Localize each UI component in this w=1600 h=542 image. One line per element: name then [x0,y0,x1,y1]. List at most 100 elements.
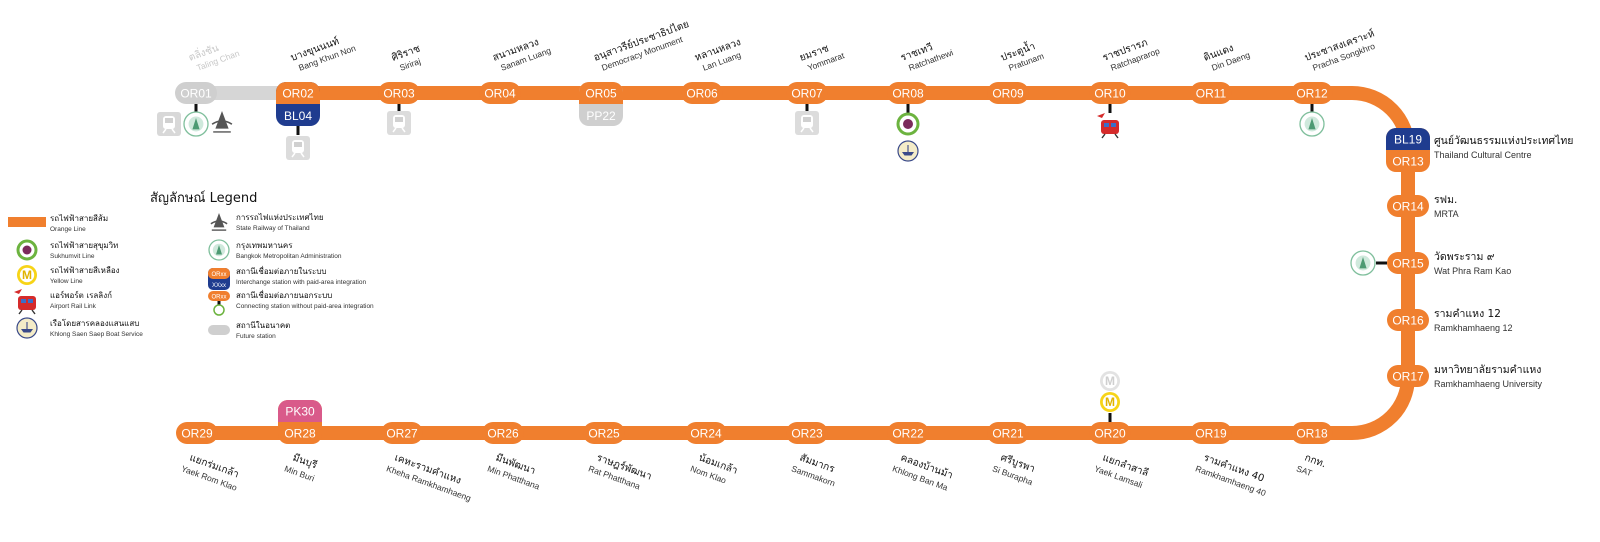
station-pill-bg [1387,252,1429,274]
train-icon-leg [171,128,176,134]
station-code: OR15 [1392,257,1424,271]
train-icon [286,136,310,160]
interchange-code: PP22 [586,109,616,123]
sukhumvit-line-icon [896,112,920,136]
bma-logo-figure [192,118,200,130]
station-pill-bg [1387,309,1429,331]
station-code: OR03 [383,87,415,101]
station-name-en: Thailand Cultural Centre [1434,150,1532,160]
station-code: OR10 [1094,87,1126,101]
station-pill-bg [176,422,218,444]
train-icon-window [395,117,403,122]
interchange-code: PK30 [285,405,315,419]
station-code: OR08 [892,87,924,101]
orange-line-track [190,86,1415,440]
airport-train-window [21,299,26,303]
station-pill-bg [1190,422,1232,444]
station-pill: OR11 [1190,82,1232,104]
station-label: ประชาสงเคราะห์Pracha Songkhro [1303,27,1377,72]
station-pill: OR03 [378,82,420,104]
station-label: กกท.SAT [1295,452,1327,478]
station-code: OR07 [791,87,823,101]
station-pill: OR04 [479,82,521,104]
train-icon-window [803,117,811,122]
station-code: OR23 [791,427,823,441]
airport-train-body [18,296,36,310]
station-label: บางขุนนนท์Bang Khun Non [289,35,357,73]
legend-label-th: สถานีเชื่อมต่อภายในระบบ [236,265,327,276]
station-pill: OR25 [583,422,625,444]
interchange-code: BL04 [284,109,312,123]
legend-pill-bottom: XXxx [212,283,226,289]
station-pill: OR20 [1089,422,1131,444]
station-pill-bg [583,422,625,444]
station-pill: OR15 [1387,252,1429,274]
station-pill-bg [887,422,929,444]
bma-logo-icon [1350,250,1376,276]
station-pill-bg [987,422,1029,444]
legend-label-th: แอร์พอร์ต เรลลิงก์ [50,290,112,300]
station-code: OR04 [484,87,516,101]
airport-train-leg [1114,133,1119,139]
station-pill-bg [685,422,727,444]
station-code: OR26 [487,427,519,441]
track [189,86,1415,440]
station-pill: OR08 [887,82,929,104]
airport-train-leg [1101,133,1106,139]
station-pill: OR23 [786,422,828,444]
station-label: แยกลำสาลีYaek Lamsali [1093,452,1150,490]
station-code: OR17 [1392,370,1424,384]
srt-logo-wing [211,120,233,125]
legend-label-th: รถไฟฟ้าสายสีส้ม [50,214,108,223]
station-pill-bg [1387,365,1429,387]
station-code: OR25 [588,427,620,441]
yellow-line-letter: M [1105,374,1115,388]
station-pill: OR17 [1387,365,1429,387]
sukhumvit-emblem [903,119,913,129]
train-icon-leg [300,152,305,158]
station-name-th: รฟม. [1434,194,1457,206]
station-pill: OR12 [1291,82,1333,104]
station-code: OR09 [992,87,1024,101]
future-pill-icon [208,325,230,335]
bma-logo-icon [1299,111,1325,137]
connecting-pill-icon [208,291,230,301]
airport-train-window [28,299,33,303]
train-icon-leg [392,127,397,133]
train-icon-leg [162,128,167,134]
bma-logo-figure [1308,118,1316,130]
srt-logo-wing [210,220,228,225]
train-icon-window [294,142,302,147]
station-pill: OR19 [1190,422,1232,444]
bma-logo-icon [208,239,230,261]
legend-label-en: Connecting station without paid-area int… [236,303,374,310]
station-pill-bg [1291,82,1333,104]
station-name-th: รามคำแหง 12 [1434,308,1501,320]
station-name-en: MRTA [1434,209,1459,219]
station-pill-bg [479,82,521,104]
legend-label-th: สถานีในอนาคต [236,321,290,330]
interchange-top-fill [278,411,322,422]
station-code: OR13 [1392,155,1424,169]
station-code: OR11 [1196,87,1227,101]
train-icon-leg [809,127,814,133]
station-pill: OR07 [786,82,828,104]
airport-train-window [1111,123,1116,127]
station-code: OR16 [1392,314,1424,328]
